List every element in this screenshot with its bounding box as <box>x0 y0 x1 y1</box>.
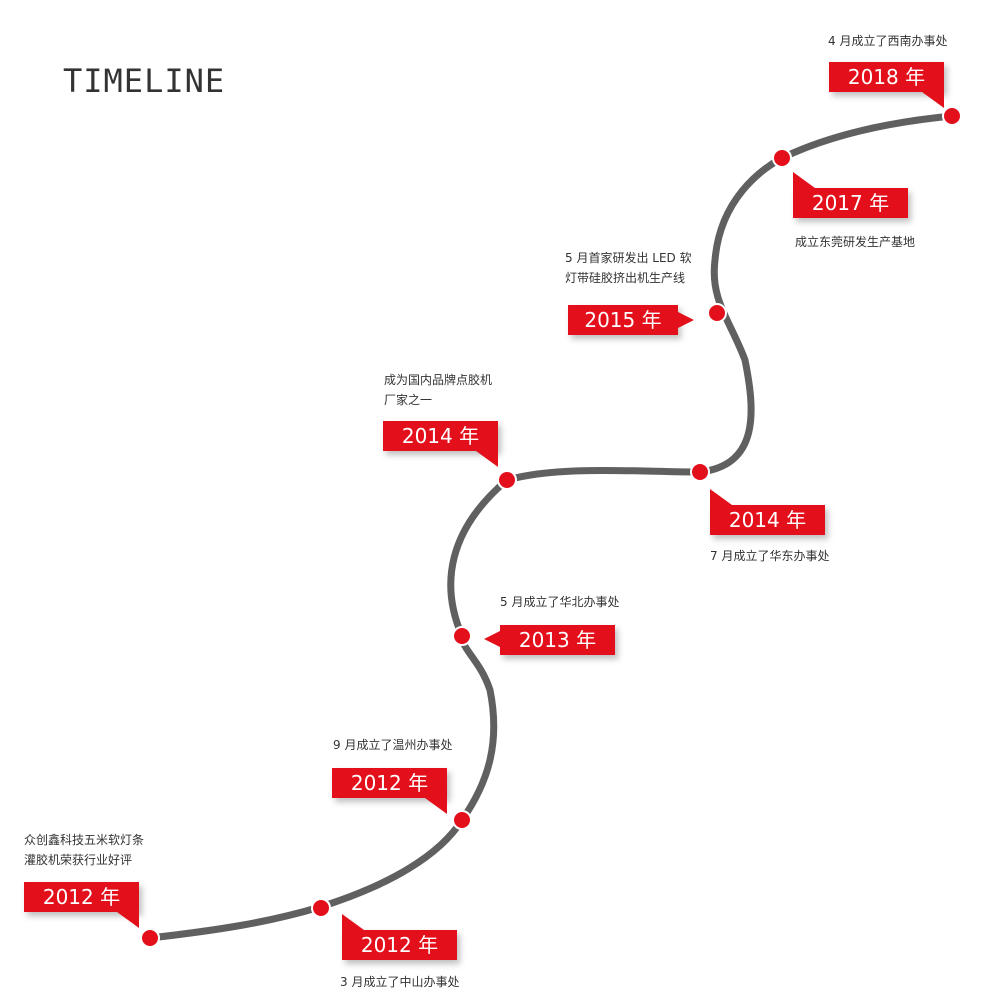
event-desc-9-line-1: 4 月成立了西南办事处 <box>828 34 948 48</box>
milestone-dot-3 <box>452 810 472 830</box>
event-desc-7-line-2: 灯带硅胶挤出机生产线 <box>565 271 686 285</box>
event-tag-9: 2018 年 <box>829 62 944 108</box>
event-year-6: 2014 年 <box>728 508 807 532</box>
tag-pointer <box>425 798 447 814</box>
milestone-dot-9 <box>942 106 962 126</box>
event-desc-3-line-1: 9 月成立了温州办事处 <box>333 738 453 752</box>
milestone-dot-7 <box>707 303 727 323</box>
event-desc-3: 9 月成立了温州办事处 <box>333 735 452 755</box>
event-desc-2-line-1: 众创鑫科技五米软灯条 <box>24 833 145 847</box>
tag-pointer <box>793 172 815 188</box>
event-desc-1: 3 月成立了中山办事处 <box>340 972 459 992</box>
event-desc-5: 成为国内品牌点胶机 厂家之一 <box>384 370 492 410</box>
tag-pointer <box>117 912 139 928</box>
event-desc-2-line-2: 灌胶机荣获行业好评 <box>24 853 133 867</box>
event-desc-8-line-1: 成立东莞研发生产基地 <box>795 235 916 249</box>
event-desc-5-line-1: 成为国内品牌点胶机 <box>384 373 493 387</box>
event-desc-6: 7 月成立了华东办事处 <box>710 546 829 566</box>
event-year-4: 2013 年 <box>518 628 597 652</box>
event-tag-4: 2013 年 <box>484 625 615 655</box>
event-tag-3: 2012 年 <box>332 768 447 814</box>
event-desc-5-line-2: 厂家之一 <box>384 393 433 407</box>
event-year-8: 2017 年 <box>811 191 890 215</box>
tag-pointer <box>678 312 694 328</box>
event-tag-8: 2017 年 <box>793 172 908 218</box>
event-desc-6-line-1: 7 月成立了华东办事处 <box>710 549 830 563</box>
event-tag-6: 2014 年 <box>710 489 825 535</box>
event-desc-4-line-1: 5 月成立了华北办事处 <box>500 595 620 609</box>
event-desc-7-line-1: 5 月首家研发出 LED 软 <box>565 251 692 265</box>
event-desc-7: 5 月首家研发出 LED 软 灯带硅胶挤出机生产线 <box>565 248 692 288</box>
tag-pointer <box>484 631 500 647</box>
milestone-dot-5 <box>497 470 517 490</box>
event-desc-9: 4 月成立了西南办事处 <box>828 31 947 51</box>
milestone-dot-6 <box>690 462 710 482</box>
event-desc-4: 5 月成立了华北办事处 <box>500 592 619 612</box>
tag-pointer <box>342 914 364 930</box>
event-year-9: 2018 年 <box>847 65 926 89</box>
event-year-7: 2015 年 <box>584 308 662 332</box>
event-tag-1: 2012 年 <box>342 914 457 960</box>
event-tag-7: 2015 年 <box>568 305 694 335</box>
event-desc-2: 众创鑫科技五米软灯条 灌胶机荣获行业好评 <box>24 830 144 870</box>
tag-pointer <box>476 451 498 467</box>
event-tag-2: 2012 年 <box>24 882 139 928</box>
event-year-1: 2012 年 <box>360 933 439 957</box>
page-title: TIMELINE <box>63 62 226 100</box>
milestone-dot-1 <box>140 928 160 948</box>
event-desc-1-line-1: 3 月成立了中山办事处 <box>340 975 460 989</box>
tag-pointer <box>922 92 944 108</box>
event-tag-5: 2014 年 <box>383 421 498 467</box>
milestone-dot-2 <box>311 898 331 918</box>
milestone-dot-8 <box>772 148 792 168</box>
event-year-3: 2012 年 <box>350 771 429 795</box>
tag-pointer <box>710 489 732 505</box>
milestone-dot-4 <box>452 626 472 646</box>
event-year-2: 2012 年 <box>42 885 121 909</box>
event-desc-8: 成立东莞研发生产基地 <box>795 232 915 252</box>
event-year-5: 2014 年 <box>401 424 480 448</box>
